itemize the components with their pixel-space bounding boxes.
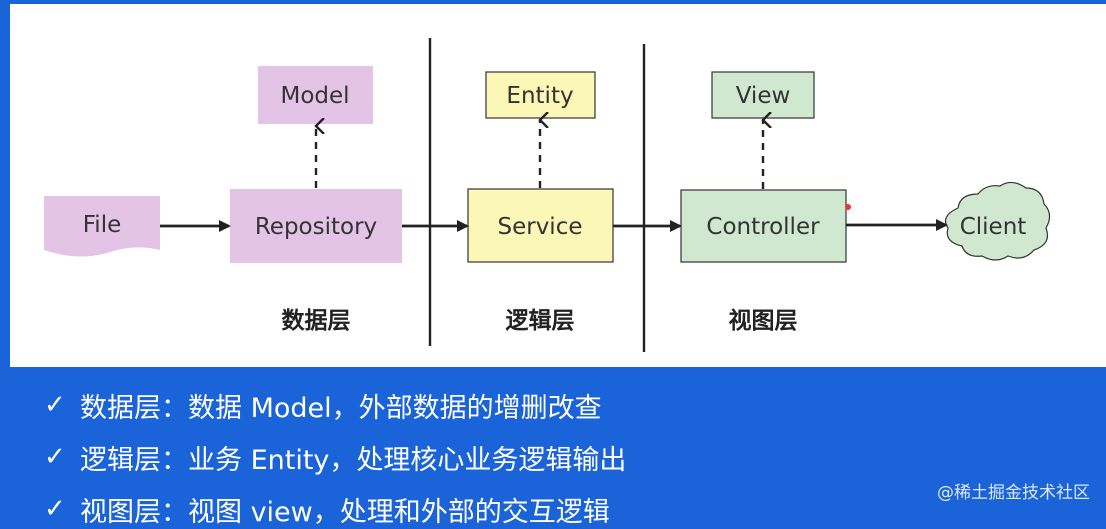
repository-label: Repository (255, 214, 377, 240)
file-node: File (44, 196, 160, 257)
entity-label: Entity (506, 83, 573, 109)
file-shape (44, 196, 160, 257)
cursor-dot (845, 204, 851, 210)
check-icon: ✓ (44, 494, 66, 524)
diagram-panel (10, 4, 1106, 367)
bullet-list: ✓ 数据层：数据 Model，外部数据的增删改查 ✓ 逻辑层：业务 Entity… (0, 367, 1106, 528)
entity-node: Entity (485, 71, 596, 119)
service-node: Service (467, 188, 614, 263)
model-node: Model (258, 66, 373, 124)
bullet-item: ✓ 逻辑层：业务 Entity，处理核心业务逻辑输出 (44, 437, 626, 477)
controller-box (680, 189, 847, 263)
layer-label-view: 视图层 (729, 307, 798, 334)
view-box (711, 71, 815, 119)
controller-label: Controller (706, 214, 820, 240)
client-cloud (945, 181, 1051, 261)
file-label: File (83, 212, 122, 238)
service-label: Service (497, 214, 582, 240)
bullet-item: ✓ 视图层：视图 view，处理和外部的交互逻辑 (44, 489, 610, 529)
view-node: View (711, 71, 815, 119)
model-box (258, 66, 373, 124)
layer-label-logic: 逻辑层 (506, 307, 575, 334)
entity-box (485, 71, 596, 119)
client-node: Client (945, 181, 1051, 261)
model-label: Model (280, 83, 349, 109)
architecture-diagram: File Model Repository Entity Service Vie… (44, 38, 1051, 352)
watermark: @稀土掘金技术社区 (937, 483, 1090, 503)
check-icon: ✓ (44, 390, 66, 420)
view-label: View (736, 83, 791, 109)
repository-box (230, 189, 402, 263)
bullet-text: 视图层：视图 view，处理和外部的交互逻辑 (80, 496, 610, 528)
layer-label-data: 数据层 (282, 308, 351, 334)
repository-node: Repository (230, 189, 402, 263)
client-label: Client (960, 214, 1027, 240)
service-box (467, 188, 614, 263)
controller-node: Controller (680, 189, 847, 263)
check-icon: ✓ (44, 442, 66, 472)
bullet-item: ✓ 数据层：数据 Model，外部数据的增删改查 (44, 385, 602, 425)
bullet-text: 数据层：数据 Model，外部数据的增删改查 (80, 392, 602, 424)
top-border (0, 0, 1106, 4)
bullet-text: 逻辑层：业务 Entity，处理核心业务逻辑输出 (80, 444, 627, 476)
